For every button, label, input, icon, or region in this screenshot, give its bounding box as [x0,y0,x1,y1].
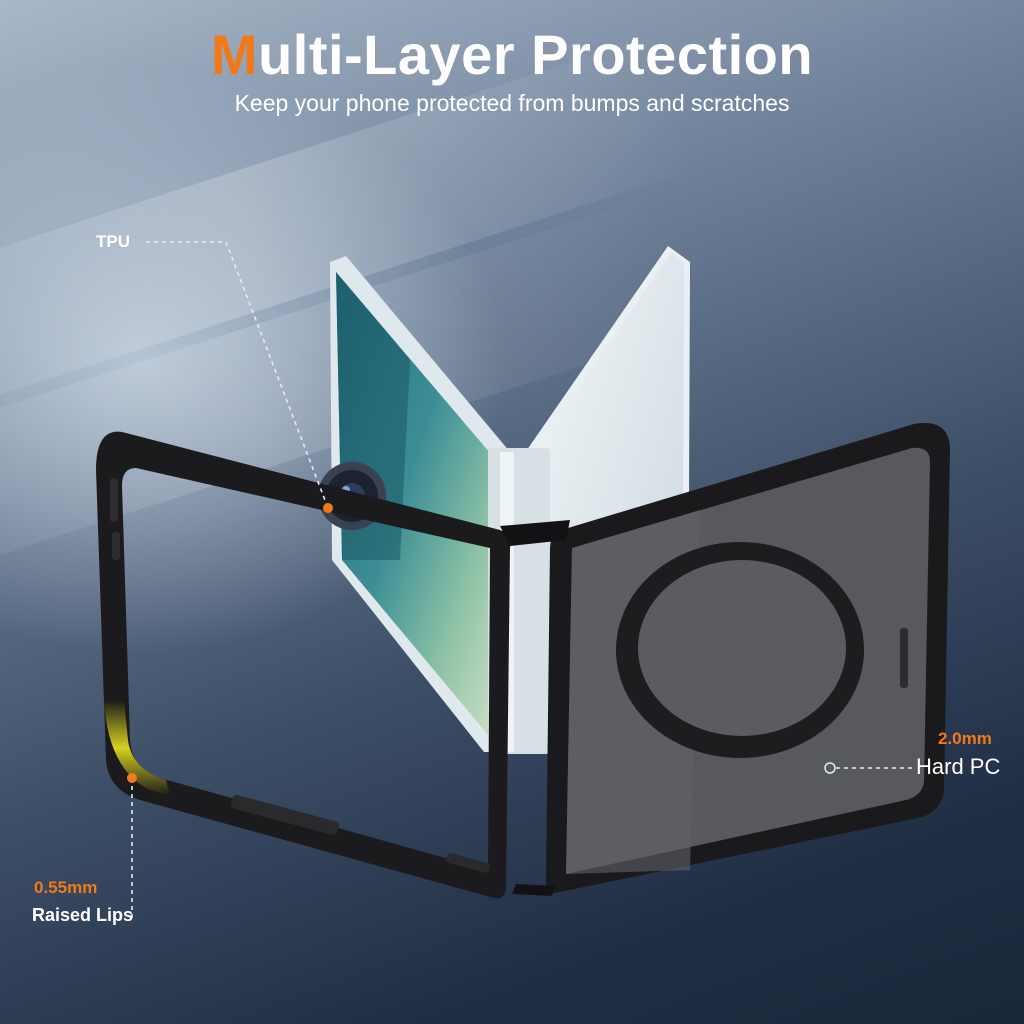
raised-lips-value: 0.55mm [34,878,98,897]
side-button [900,628,908,688]
side-button [112,532,120,560]
raised-lips-marker-dot [127,773,137,783]
hard-pc-value: 2.0mm [938,729,992,748]
button-cutout [446,853,490,873]
hard-pc-label: Hard PC [916,754,1001,779]
tpu-frame [96,431,511,899]
button-cutout [230,794,340,836]
raised-lips-label: Raised Lips [32,905,134,925]
page-title: Multi-Layer Protection [0,22,1024,87]
tpu-leader-line [146,241,329,509]
title-rest: ulti-Layer Protection [258,23,814,86]
side-button [110,478,118,522]
phone-front-half [330,256,510,752]
raised-lip-highlight [104,700,170,796]
hard-pc-marker [824,762,836,774]
page-subtitle: Keep your phone protected from bumps and… [234,90,790,116]
tpu-label: TPU [96,232,130,251]
hinge-connector [512,884,556,896]
hinge-connector [500,520,570,546]
title-accent-letter: M [210,23,259,86]
tpu-marker-dot [323,503,333,513]
